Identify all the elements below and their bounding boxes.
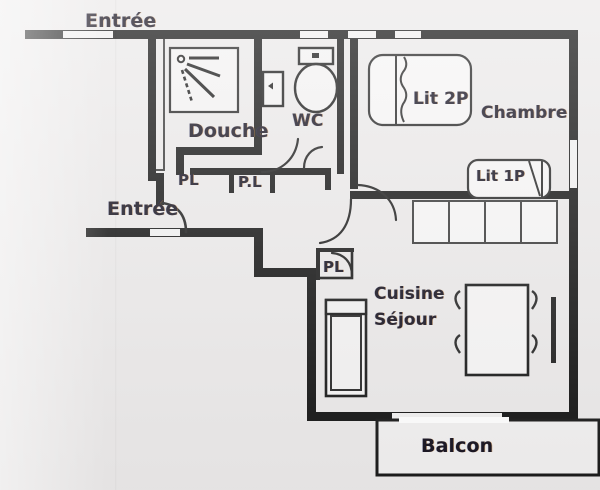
balcony-door-sill bbox=[399, 417, 509, 423]
wall-pl2-far-right bbox=[325, 168, 331, 190]
wall-hall-left bbox=[148, 39, 156, 181]
stair-step-1 bbox=[412, 200, 450, 244]
wall-mid-horizontal-1 bbox=[186, 228, 262, 237]
toilet-flush-button bbox=[312, 53, 319, 58]
wall-douche-right bbox=[254, 39, 262, 147]
wall-hall-inner-line bbox=[163, 39, 165, 171]
stair-step-2 bbox=[448, 200, 486, 244]
wall-stairs-top bbox=[350, 191, 578, 199]
wall-wc-right-lower bbox=[337, 112, 344, 174]
wall-mid-vertical-1 bbox=[254, 228, 263, 276]
door-pl2-arc bbox=[302, 145, 324, 170]
window-top-3 bbox=[395, 31, 421, 38]
wall-stairs-left-stub bbox=[350, 191, 360, 199]
window-top-left bbox=[63, 31, 113, 38]
shower-head-icon bbox=[176, 54, 186, 64]
dining-table bbox=[464, 283, 530, 377]
doors-layer bbox=[159, 137, 398, 278]
wall-chambre-left bbox=[350, 39, 358, 189]
label-lit-2p: Lit 2P bbox=[413, 89, 469, 109]
closet-pl3-left bbox=[316, 248, 320, 280]
wall-pl2-divider bbox=[229, 168, 234, 193]
chair-right-bottom bbox=[531, 334, 538, 354]
closet-pl3-top bbox=[316, 248, 354, 252]
balcony-layer bbox=[375, 417, 600, 477]
double-bed-duvet-fold bbox=[399, 56, 408, 123]
window-entree-lower bbox=[150, 229, 180, 236]
label-balcon: Balcon bbox=[421, 435, 494, 457]
window-right-chambre bbox=[570, 140, 577, 188]
radiator bbox=[551, 297, 556, 363]
label-entree-left: Entrée bbox=[107, 198, 179, 220]
kitchen-worktop bbox=[324, 298, 368, 316]
stair-step-3 bbox=[484, 200, 522, 244]
label-cuisine: Cuisine bbox=[374, 284, 445, 304]
window-top-2 bbox=[348, 31, 376, 38]
wall-douche-bottom bbox=[176, 147, 262, 155]
walls-layer bbox=[25, 30, 578, 425]
stair-step-4 bbox=[520, 200, 558, 244]
balcony-door-gap bbox=[392, 413, 502, 420]
balcony-outline bbox=[375, 418, 600, 477]
label-pl-2: P.L bbox=[238, 173, 262, 191]
wall-entree-lower bbox=[86, 228, 190, 237]
wall-pl2-right-stub bbox=[270, 168, 275, 193]
wall-mid-horizontal-2 bbox=[254, 268, 316, 277]
chair-right-top bbox=[531, 290, 538, 310]
door-wc-arc bbox=[260, 137, 300, 174]
single-bed-fold-line bbox=[528, 160, 541, 197]
door-entree-left-arc bbox=[159, 201, 188, 234]
label-pl-1: PL bbox=[178, 171, 199, 189]
fixtures-layer bbox=[168, 46, 558, 398]
label-pl-3: PL bbox=[323, 258, 344, 276]
wall-right-exterior bbox=[569, 30, 578, 425]
label-lit-1p: Lit 1P bbox=[476, 167, 526, 185]
label-sejour: Séjour bbox=[374, 310, 437, 330]
door-cuisine-arc bbox=[318, 197, 353, 245]
kitchen-counter-inner bbox=[330, 315, 362, 391]
label-entree-top: Entrée bbox=[85, 10, 157, 32]
wall-cuisine-left bbox=[307, 268, 316, 420]
chair-left-top bbox=[454, 290, 461, 310]
window-top-1 bbox=[300, 31, 328, 38]
door-chambre-arc bbox=[356, 183, 398, 222]
sink-tap-icon bbox=[268, 82, 273, 90]
wall-wc-right bbox=[337, 39, 344, 139]
wall-hall-inner-bottom bbox=[156, 169, 165, 171]
shower-spray-2 bbox=[186, 62, 221, 78]
single-bed-outline bbox=[466, 158, 552, 200]
shower-spray-3 bbox=[183, 67, 216, 99]
wall-douche-bottom-left-stub bbox=[176, 147, 184, 175]
label-wc: WC bbox=[292, 111, 324, 131]
chair-left-bottom bbox=[454, 334, 461, 354]
wall-pl2-top bbox=[190, 168, 330, 175]
staircase bbox=[412, 200, 558, 244]
label-chambre: Chambre bbox=[481, 103, 568, 123]
shower-spray-4 bbox=[180, 69, 194, 103]
double-bed-outline bbox=[367, 53, 473, 127]
label-douche: Douche bbox=[188, 120, 269, 142]
wall-hall-lower-left bbox=[156, 173, 164, 205]
toilet-bowl bbox=[293, 62, 339, 114]
